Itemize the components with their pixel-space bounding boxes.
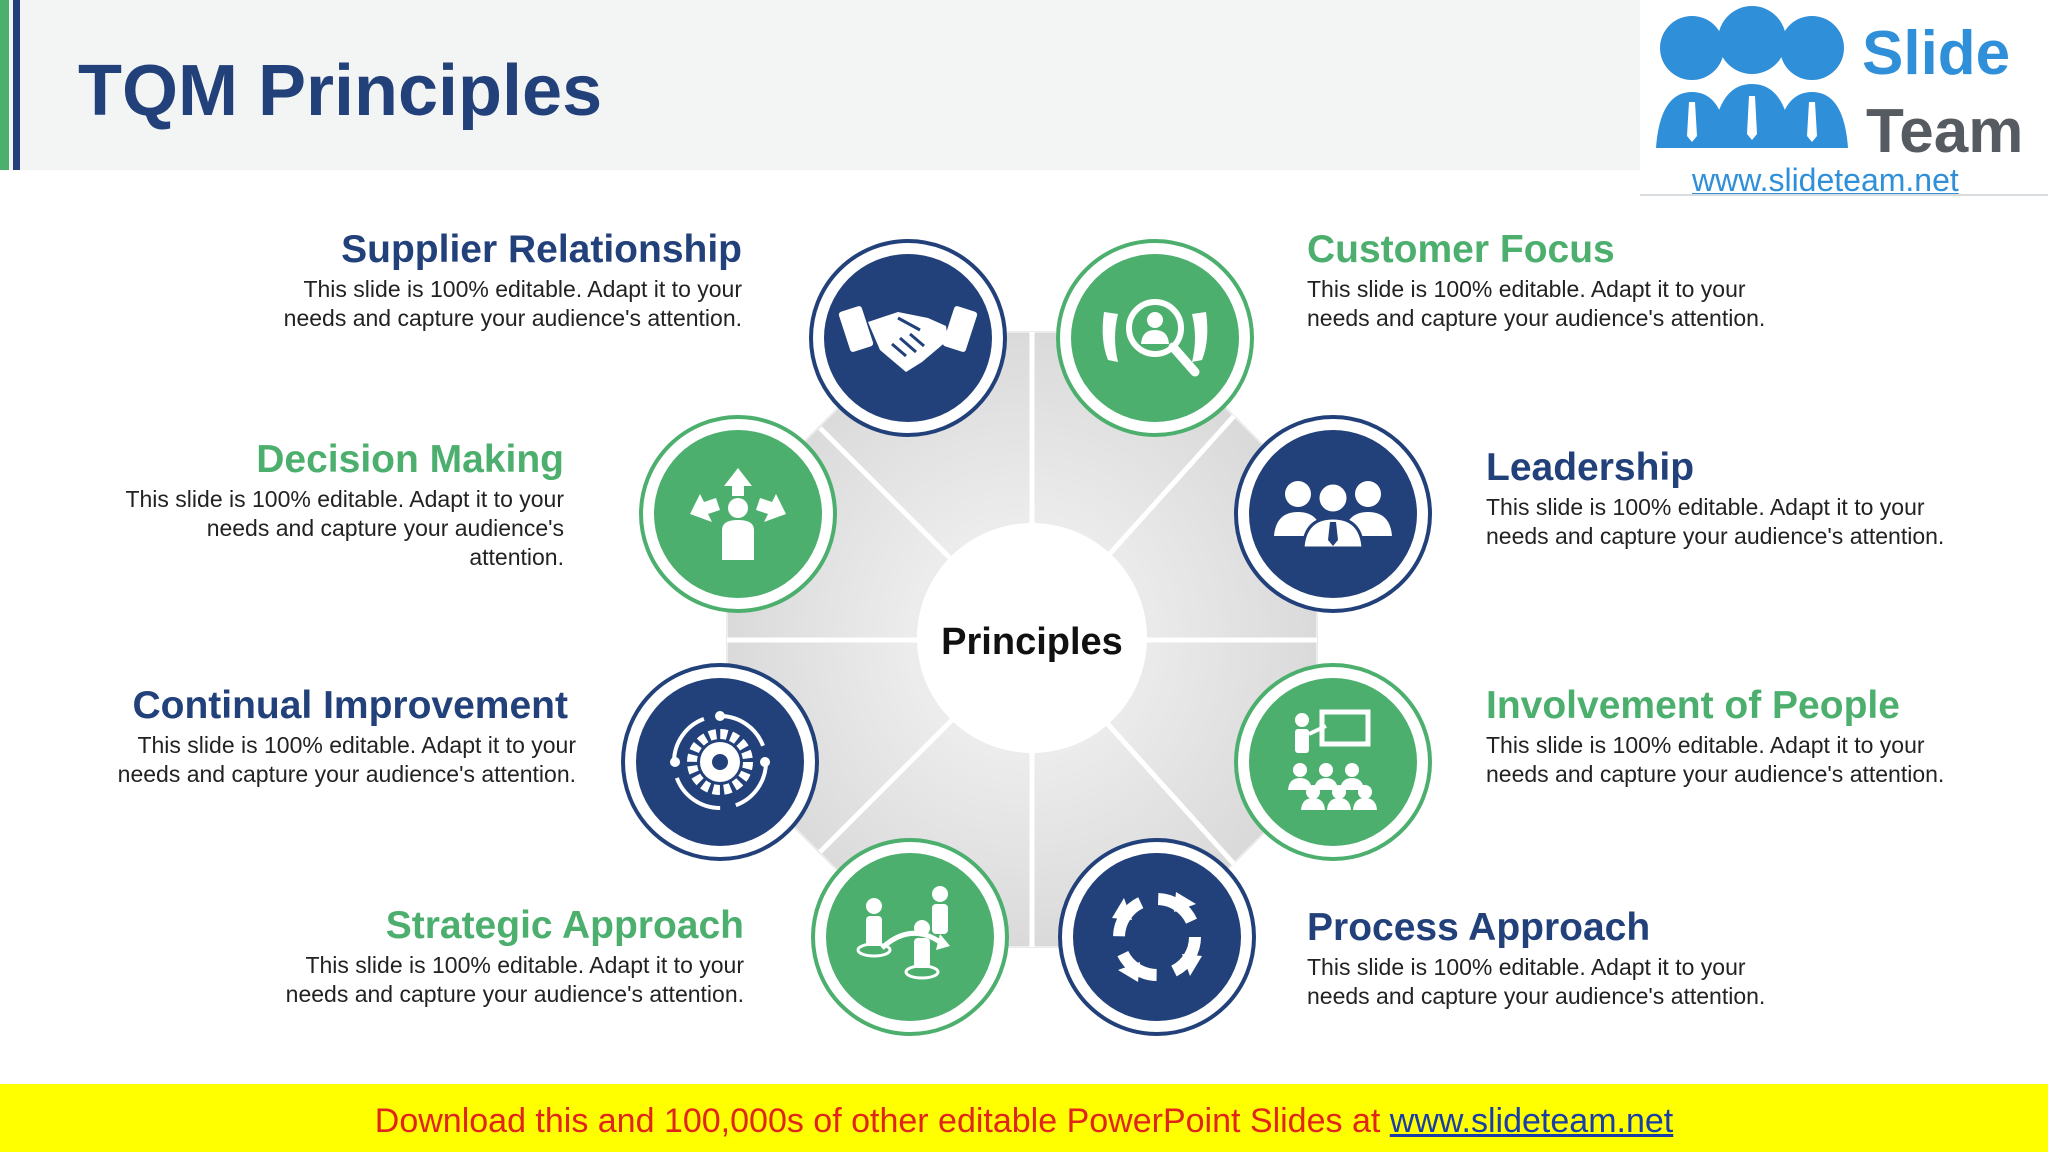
accent-bar-green [0,0,9,170]
principle-process-approach: Process Approach This slide is 100% edit… [1307,906,1867,1011]
principle-title: Involvement of People [1486,684,1900,727]
gear-cycle-icon [670,711,770,810]
decision-making-node [639,415,837,613]
principle-continual-improvement: Continual Improvement This slide is 100%… [16,684,576,789]
people-logo-icon [1656,6,1848,148]
principle-strategic-approach: Strategic Approach This slide is 100% ed… [184,904,744,1009]
header: TQM Principles [0,0,1640,170]
page-title: TQM Principles [78,51,603,131]
footer-text: Download this and 100,000s of other edit… [0,1102,2048,1141]
principle-description: This slide is 100% editable. Adapt it to… [1486,493,1945,549]
principle-involvement-of-people: Involvement of People This slide is 100%… [1486,684,2046,789]
logo-url-link[interactable]: www.slideteam.net [1692,162,1959,198]
slideteam-logo: Slide Team www.slideteam.net [1640,0,2048,200]
logo-word-team: Team [1866,97,2024,166]
principle-title: Leadership [1486,446,1695,489]
principle-description: This slide is 100% editable. Adapt it to… [283,275,742,331]
continual-improvement-node [621,663,819,861]
strategic-approach-node [811,838,1009,1036]
principle-description: This slide is 100% editable. Adapt it to… [117,731,576,787]
principle-description: This slide is 100% editable. Adapt it to… [125,485,564,570]
footer-link[interactable]: www.slideteam.net [1389,1102,1674,1140]
strategy-people-icon [856,886,950,980]
principle-title: Continual Improvement [132,684,568,727]
center-circle [917,523,1147,753]
footer-banner: Download this and 100,000s of other edit… [0,1084,2048,1152]
principle-title: Decision Making [256,438,564,481]
process-approach-node [1058,838,1256,1036]
center-label: Principles [941,621,1123,663]
principle-description: This slide is 100% editable. Adapt it to… [285,951,744,1007]
principle-leadership: Leadership This slide is 100% editable. … [1486,446,2046,551]
principle-title: Strategic Approach [385,904,744,947]
involvement-node [1234,663,1432,861]
handshake-icon [838,306,978,372]
principle-decision-making: Decision Making This slide is 100% edita… [16,438,576,572]
cycle-arrows-icon [1112,892,1202,982]
accent-bar-blue [13,0,20,170]
supplier-relationship-node [809,239,1007,437]
principle-customer-focus: Customer Focus This slide is 100% editab… [1307,228,1867,333]
principle-title: Customer Focus [1307,228,1615,271]
principle-description: This slide is 100% editable. Adapt it to… [1307,953,1766,1009]
principle-description: This slide is 100% editable. Adapt it to… [1307,275,1766,331]
decision-arrows-icon [690,468,786,560]
customer-focus-node [1056,239,1254,437]
leadership-node [1234,415,1432,613]
principle-title: Process Approach [1307,906,1651,949]
principle-title: Supplier Relationship [341,228,742,271]
principle-supplier-relationship: Supplier Relationship This slide is 100%… [182,228,742,333]
logo-divider [1640,194,2048,196]
principle-description: This slide is 100% editable. Adapt it to… [1486,731,1945,787]
footer-message: Download this and 100,000s of other edit… [374,1102,1390,1140]
presentation-audience-icon [1288,709,1377,810]
customer-search-icon [1102,299,1208,377]
logo-word-slide: Slide [1862,19,2011,88]
team-leader-icon [1274,481,1392,550]
